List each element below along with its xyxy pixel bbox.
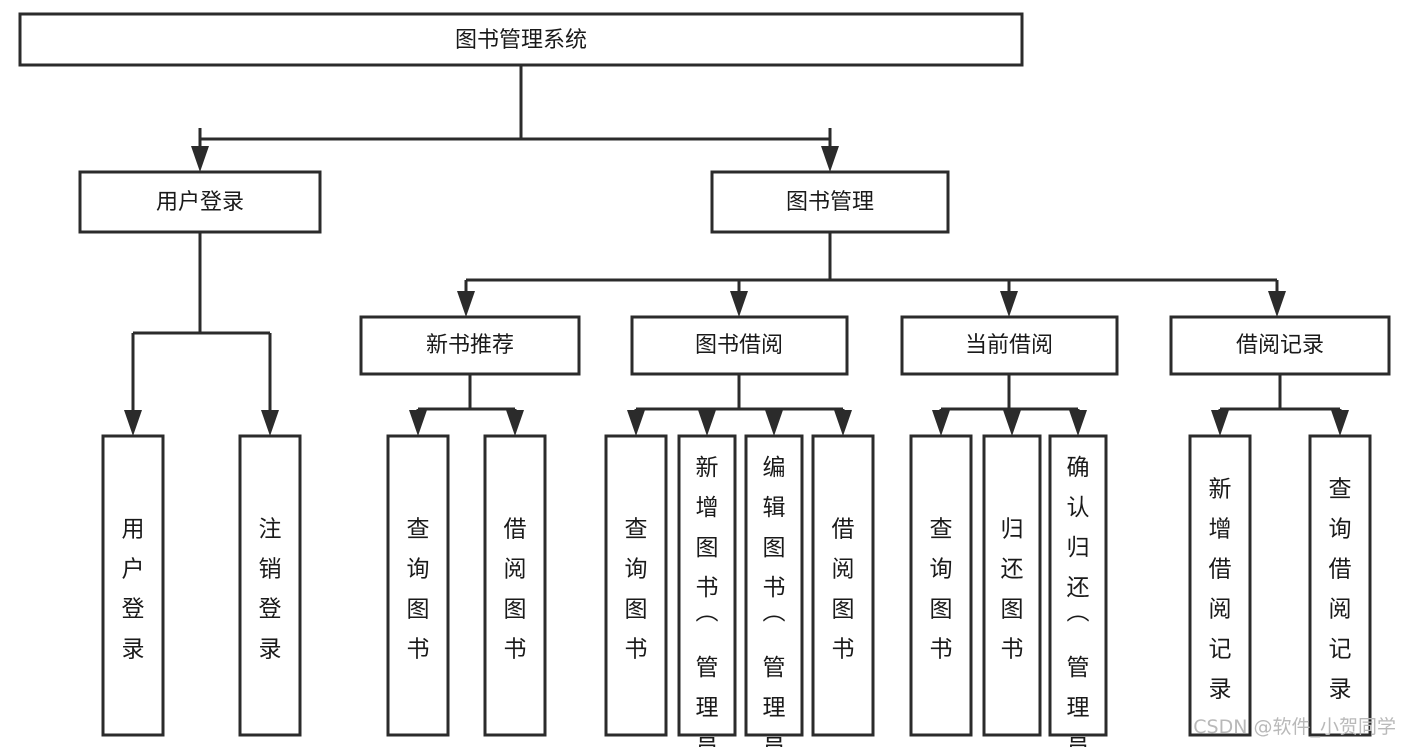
- leaf-box[interactable]: [238, 434, 302, 737]
- arrowhead-currentborrow: [1000, 291, 1018, 317]
- node-user-login-label: 用户登录: [156, 190, 244, 215]
- leaf-label: 查询借阅记录: [1329, 477, 1352, 703]
- node-root-box[interactable]: [18, 12, 1024, 67]
- arrowhead-leaf-addrecord: [1211, 410, 1229, 436]
- leaf-box[interactable]: [811, 434, 875, 737]
- leaf-node-confirm-return-admin[interactable]: 确认归还⌒管理员⌣: [1048, 434, 1108, 747]
- arrowhead-leaf-query-3: [932, 410, 950, 436]
- node-current-borrow[interactable]: 当前借阅: [900, 315, 1119, 376]
- leaf-node-borrow-book-2[interactable]: 借阅图书: [811, 434, 875, 737]
- leaf-node-query-borrow-record[interactable]: 查询借阅记录: [1308, 434, 1372, 737]
- leaf-label: 借阅图书: [832, 517, 855, 663]
- arrowhead-leaf-logout: [261, 410, 279, 436]
- node-current-borrow-box[interactable]: [900, 315, 1119, 376]
- node-book-management-label: 图书管理: [786, 190, 874, 215]
- leaf-box[interactable]: [1048, 434, 1108, 737]
- leaf-node-query-book-1[interactable]: 查询图书: [386, 434, 450, 737]
- leaf-node-user-login[interactable]: 用户登录: [101, 434, 165, 737]
- leaf-node-add-book-admin[interactable]: 新增图书⌒管理员⌣: [677, 434, 737, 747]
- node-borrow-record-box[interactable]: [1169, 315, 1391, 376]
- csdn-watermark: CSDN @软件_小贺同学: [1193, 716, 1396, 738]
- leaf-box[interactable]: [1308, 434, 1372, 737]
- leaf-label: 注销登录: [259, 517, 282, 663]
- leaf-node-logout[interactable]: 注销登录: [238, 434, 302, 737]
- arrowhead-leaf-editbook: [765, 410, 783, 436]
- arrowhead-newbook: [457, 291, 475, 317]
- node-new-book-recommend-label: 新书推荐: [426, 333, 514, 358]
- arrowhead-leaf-query-1: [409, 410, 427, 436]
- arrowhead-leaf-queryrecord: [1331, 410, 1349, 436]
- node-book-management[interactable]: 图书管理: [710, 170, 950, 234]
- leaf-box[interactable]: [909, 434, 973, 737]
- leaf-label: 用户登录: [122, 517, 145, 663]
- node-new-book-recommend-box[interactable]: [359, 315, 581, 376]
- arrowhead-userlogin: [191, 146, 209, 172]
- arrowhead-borrowrecord: [1268, 291, 1286, 317]
- node-root-system[interactable]: 图书管理系统: [18, 12, 1024, 67]
- node-borrow-record-label: 借阅记录: [1236, 333, 1324, 358]
- node-current-borrow-label: 当前借阅: [965, 333, 1053, 358]
- node-book-borrow-box[interactable]: [630, 315, 849, 376]
- arrowhead-borrowbook: [730, 291, 748, 317]
- node-book-borrow-label: 图书借阅: [695, 333, 783, 358]
- leaf-label: 查询图书: [930, 517, 953, 663]
- leaf-box[interactable]: [101, 434, 165, 737]
- leaf-box[interactable]: [483, 434, 547, 737]
- node-new-book-recommend[interactable]: 新书推荐: [359, 315, 581, 376]
- arrowhead-leaf-query-2: [627, 410, 645, 436]
- arrowhead-leaf-borrow-2: [834, 410, 852, 436]
- leaf-label: 编辑图书⌒管理员⌣: [763, 455, 786, 747]
- leaf-label: 新增图书⌒管理员⌣: [696, 455, 719, 747]
- arrowhead-leaf-confirmreturn: [1069, 410, 1087, 436]
- arrowhead-leaf-userlogin: [124, 410, 142, 436]
- leaf-box[interactable]: [1188, 434, 1252, 737]
- node-book-borrow[interactable]: 图书借阅: [630, 315, 849, 376]
- leaf-label: 查询图书: [625, 517, 648, 663]
- leaf-node-borrow-book-1[interactable]: 借阅图书: [483, 434, 547, 737]
- node-user-login-box[interactable]: [78, 170, 322, 234]
- connectors-layer: [124, 65, 1349, 436]
- leaf-box[interactable]: [744, 434, 804, 737]
- node-borrow-record[interactable]: 借阅记录: [1169, 315, 1391, 376]
- leaf-label: 查询图书: [407, 517, 430, 663]
- leaf-node-edit-book-admin[interactable]: 编辑图书⌒管理员⌣: [744, 434, 804, 747]
- node-root-label: 图书管理系统: [455, 28, 587, 53]
- leaf-box[interactable]: [604, 434, 668, 737]
- arrowhead-leaf-return: [1003, 410, 1021, 436]
- leaf-box[interactable]: [677, 434, 737, 737]
- leaf-label: 确认归还⌒管理员⌣: [1067, 455, 1090, 747]
- leaf-nodes-layer: 用户登录 注销登录 查询图书 借阅图书 查询图书 新增图书⌒管理员⌣: [101, 434, 1372, 747]
- leaf-box[interactable]: [386, 434, 450, 737]
- arrowhead-leaf-addbook: [698, 410, 716, 436]
- leaf-label: 新增借阅记录: [1209, 477, 1232, 703]
- arrowhead-leaf-borrow-1: [506, 410, 524, 436]
- leaf-box[interactable]: [982, 434, 1042, 737]
- leaf-label: 归还图书: [1001, 517, 1024, 663]
- arrowhead-bookmgmt: [821, 146, 839, 172]
- leaf-node-query-book-2[interactable]: 查询图书: [604, 434, 668, 737]
- leaf-node-add-borrow-record[interactable]: 新增借阅记录: [1188, 434, 1252, 737]
- node-user-login[interactable]: 用户登录: [78, 170, 322, 234]
- node-book-management-box[interactable]: [710, 170, 950, 234]
- leaf-node-query-book-3[interactable]: 查询图书: [909, 434, 973, 737]
- leaf-label: 借阅图书: [504, 517, 527, 663]
- leaf-node-return-book[interactable]: 归还图书: [982, 434, 1042, 737]
